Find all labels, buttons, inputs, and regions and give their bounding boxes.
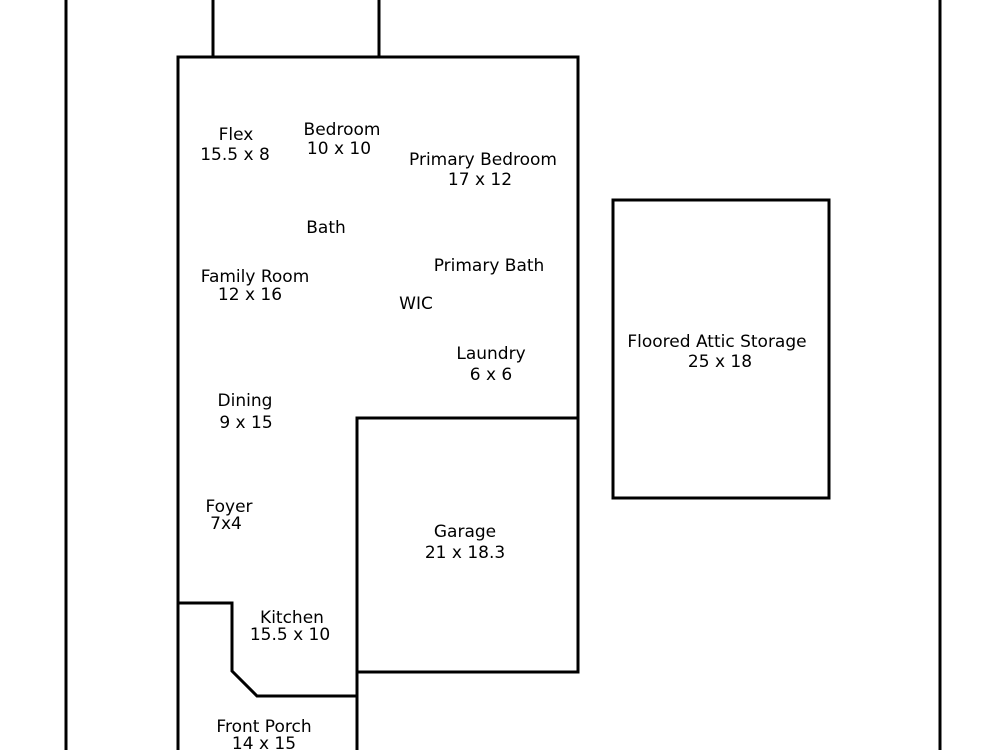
front-porch-outline — [178, 601, 357, 698]
room-label-front-porch: Front Porch — [216, 717, 311, 737]
room-label-primary-bath: Primary Bath — [434, 256, 545, 276]
room-flex: Flex 15.5 x 8 — [200, 125, 270, 165]
room-primary-bedroom: Primary Bedroom 17 x 12 — [409, 150, 557, 190]
room-garage: Garage 21 x 18.3 — [425, 522, 505, 563]
room-family-room: Family Room 12 x 16 — [201, 267, 310, 305]
room-label-primary-bedroom: Primary Bedroom — [409, 150, 557, 170]
room-size-bedroom: 10 x 10 — [307, 139, 371, 159]
room-label-bedroom: Bedroom — [304, 120, 381, 140]
room-label-laundry: Laundry — [456, 344, 525, 364]
room-laundry: Laundry 6 x 6 — [456, 344, 525, 385]
room-size-laundry: 6 x 6 — [470, 365, 513, 385]
room-label-bath: Bath — [306, 218, 346, 238]
room-label-kitchen: Kitchen — [260, 608, 324, 628]
room-size-family-room: 12 x 16 — [218, 285, 282, 305]
room-front-porch: Front Porch 14 x 15 — [216, 717, 311, 750]
room-size-attic-storage: 25 x 18 — [688, 352, 752, 372]
room-foyer: Foyer 7x4 — [205, 497, 252, 534]
garage-outline — [355, 416, 580, 750]
room-size-garage: 21 x 18.3 — [425, 543, 505, 563]
room-label-family-room: Family Room — [201, 267, 310, 287]
room-label-flex: Flex — [219, 125, 254, 145]
room-label-foyer: Foyer — [205, 497, 252, 517]
room-size-foyer: 7x4 — [210, 514, 242, 534]
room-attic-storage: Floored Attic Storage 25 x 18 — [627, 332, 806, 372]
room-size-front-porch: 14 x 15 — [232, 734, 296, 750]
room-label-garage: Garage — [434, 522, 496, 542]
room-label-dining: Dining — [218, 391, 273, 411]
room-size-kitchen: 15.5 x 10 — [250, 625, 330, 645]
room-kitchen: Kitchen 15.5 x 10 — [250, 608, 330, 645]
room-size-dining: 9 x 15 — [219, 413, 272, 433]
room-primary-bath: Primary Bath — [434, 256, 545, 276]
attic-storage-outline — [611, 198, 831, 500]
room-dining: Dining 9 x 15 — [218, 391, 273, 433]
room-label-wic: WIC — [399, 294, 433, 314]
room-bath: Bath — [306, 218, 346, 238]
room-size-primary-bedroom: 17 x 12 — [448, 170, 512, 190]
top-extension-outline — [211, 0, 381, 59]
house-outline — [176, 55, 580, 750]
room-wic: WIC — [399, 294, 433, 314]
room-label-attic-storage: Floored Attic Storage — [627, 332, 806, 352]
room-size-flex: 15.5 x 8 — [200, 145, 270, 165]
room-bedroom: Bedroom 10 x 10 — [304, 120, 381, 159]
